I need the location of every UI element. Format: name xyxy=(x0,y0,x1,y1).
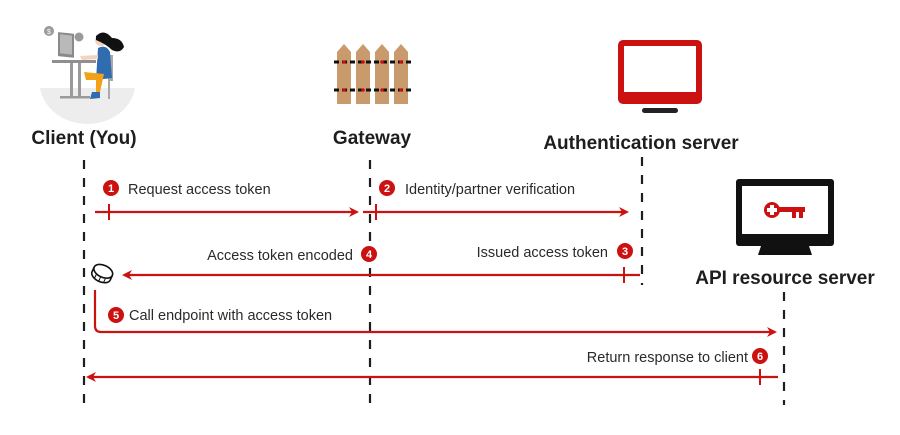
person-at-desk-icon: $ xyxy=(40,26,135,124)
step-badge-3 xyxy=(617,243,633,259)
step-badge-1 xyxy=(103,180,119,196)
message-label-4: Access token encoded xyxy=(207,248,353,264)
svg-text:5: 5 xyxy=(113,310,119,322)
actor-label-api: API resource server xyxy=(695,268,875,289)
svg-text:2: 2 xyxy=(384,183,390,195)
step-badge-6 xyxy=(752,348,768,364)
fence-icon xyxy=(334,44,411,104)
monitor-icon xyxy=(618,40,702,113)
message-6: 6 Return response to client xyxy=(86,348,778,385)
svg-text:6: 6 xyxy=(757,351,763,363)
message-5: 5 Call endpoint with access token xyxy=(93,290,777,337)
monitor-key-icon xyxy=(736,179,834,255)
message-3: 3 Issued access token xyxy=(370,243,640,283)
message-label-6: Return response to client xyxy=(587,350,748,366)
message-label-1: Request access token xyxy=(128,182,271,198)
message-label-2: Identity/partner verification xyxy=(405,182,575,198)
message-1: 1 Request access token xyxy=(95,180,359,220)
message-label-3: Issued access token xyxy=(477,245,608,261)
message-label-5: Call endpoint with access token xyxy=(129,308,332,324)
step-badge-2 xyxy=(379,180,395,196)
actor-label-client: Client (You) xyxy=(31,128,136,149)
message-2: 2 Identity/partner verification xyxy=(363,180,629,220)
token-coin-icon xyxy=(90,263,114,284)
svg-text:4: 4 xyxy=(366,249,373,261)
arrow-5 xyxy=(93,290,777,337)
svg-text:1: 1 xyxy=(108,183,114,195)
actor-label-gateway: Gateway xyxy=(333,128,412,149)
svg-text:3: 3 xyxy=(622,246,628,258)
svg-text:$: $ xyxy=(47,29,51,36)
actor-label-auth: Authentication server xyxy=(543,133,739,154)
message-4: 4 Access token encoded xyxy=(122,246,377,280)
step-badge-5 xyxy=(108,307,124,323)
step-badge-4 xyxy=(361,246,377,262)
